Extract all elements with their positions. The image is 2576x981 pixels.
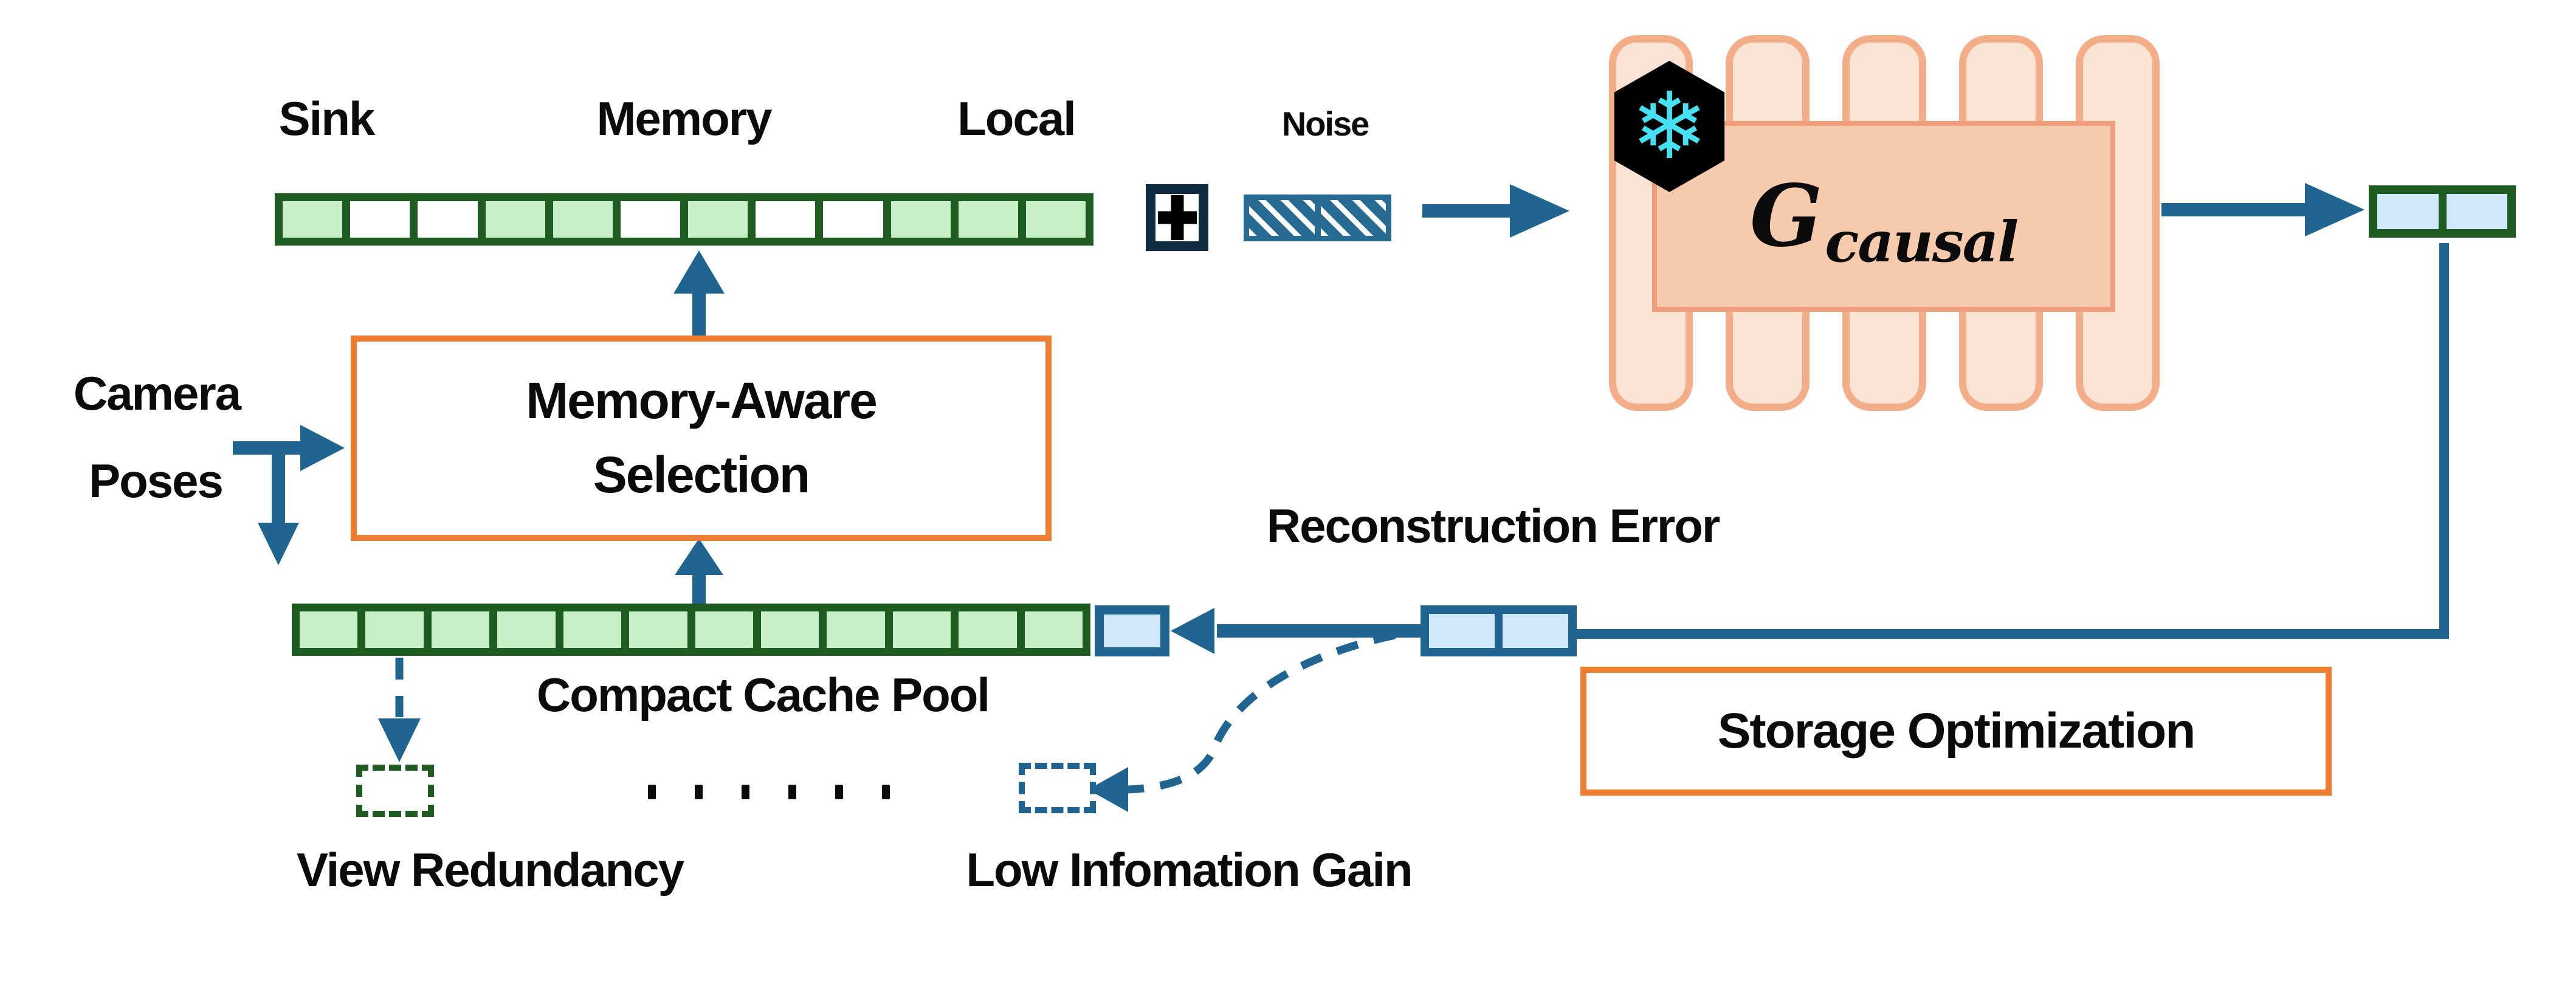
token-cell-green (959, 611, 1017, 648)
token-cell-blue (1503, 614, 1568, 648)
low-info-gain-dropped-token (1019, 763, 1096, 813)
arrow-cache-to-selection-head (675, 539, 723, 575)
noise-tokens (1244, 194, 1391, 241)
token-cell-blue (2377, 194, 2439, 229)
arrow-noise-to-generator-head (1510, 184, 1569, 238)
label-view-redundancy: View Redundancy (296, 843, 684, 897)
generator-subscript: causal (1825, 209, 2019, 275)
generated-token-row (2369, 185, 2516, 238)
token-cell-green (890, 201, 951, 238)
noise-token-cell (1320, 200, 1386, 236)
token-cell-white (418, 201, 478, 238)
label-noise: Noise (1281, 105, 1369, 143)
token-cell-green (365, 611, 424, 648)
label-sink: Sink (278, 92, 376, 145)
storage-optimization-box: Storage Optimization (1580, 667, 2332, 796)
view-redundancy-dropped-token (356, 765, 434, 817)
token-cell-blue (1429, 614, 1495, 648)
token-cell-green (958, 201, 1018, 238)
token-cell-dot (835, 785, 843, 799)
arrow-camera-to-selection-head (300, 425, 345, 471)
reconstruction-error-tokens (1421, 605, 1577, 656)
dashed-arrow-low-info-gain-head (1088, 767, 1128, 812)
selection-box-line2: Selection (593, 446, 810, 503)
plus-icon (1146, 184, 1208, 251)
token-cell-green (283, 201, 343, 238)
token-cell-green (563, 611, 622, 648)
noise-token-cell (1249, 200, 1315, 236)
token-cell-white (823, 201, 883, 238)
token-cell-dot (742, 785, 749, 799)
token-cell-green (485, 201, 545, 238)
memory-aware-selection-box: Memory-Aware Selection (351, 336, 1052, 541)
snowflake-glyph: ❄ (1630, 72, 1709, 180)
plus-icon-horizontal-bar (1157, 211, 1197, 224)
cache-pool-token-row (292, 604, 1090, 656)
token-cell-green (827, 611, 885, 648)
token-cell-green (553, 201, 613, 238)
label-memory: Memory (596, 92, 772, 145)
snowflake-icon: ❄ (1614, 61, 1725, 192)
label-compact-cache-pool: Compact Cache Pool (536, 668, 990, 721)
token-cell-green (629, 611, 687, 648)
token-cell-dot (882, 785, 890, 799)
token-cell-dot (788, 785, 796, 799)
token-cell-green (431, 611, 490, 648)
token-cell-green (300, 611, 358, 648)
arrow-generator-output-head (2305, 183, 2364, 236)
token-cell-green (760, 611, 819, 648)
token-cell-green (688, 201, 748, 238)
arrow-camera-down-head (258, 523, 299, 565)
appended-error-token (1095, 605, 1169, 656)
dashed-arrow-view-redundancy-head (378, 718, 421, 762)
storage-box-label: Storage Optimization (1717, 703, 2196, 759)
label-reconstruction-error: Reconstruction Error (1266, 499, 1720, 552)
label-local: Local (957, 92, 1076, 145)
memory-token-row (275, 193, 1093, 246)
ellipsis-dots (648, 785, 890, 799)
token-cell-white (350, 201, 410, 238)
token-cell-blue (2446, 194, 2507, 229)
arrow-selection-to-memory-head (673, 250, 725, 294)
token-cell-green (1025, 201, 1086, 238)
label-poses: Poses (89, 454, 224, 508)
token-cell-green (695, 611, 753, 648)
token-cell-blue (1104, 614, 1160, 647)
token-cell-dot (695, 785, 703, 799)
label-low-information-gain: Low Infomation Gain (966, 843, 1413, 897)
token-cell-white (620, 201, 681, 238)
label-camera: Camera (73, 367, 241, 420)
token-cell-white (756, 201, 816, 238)
token-cell-green (1024, 611, 1083, 648)
generator-symbol: G (1749, 167, 1823, 266)
token-cell-green (892, 611, 951, 648)
arrow-error-to-cache-head (1171, 608, 1214, 654)
selection-box-line1: Memory-Aware (526, 372, 878, 430)
token-cell-green (497, 611, 556, 648)
dashed-arrow-low-info-gain-curve (1128, 631, 1396, 794)
token-cell-dot (648, 785, 656, 799)
